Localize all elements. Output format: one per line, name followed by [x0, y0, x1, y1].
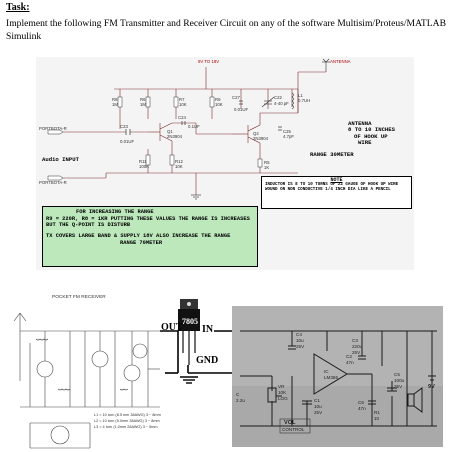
task-description: Implement the following FM Transmitter a… — [6, 18, 446, 42]
value-r6: 1M — [140, 102, 146, 107]
value-r12: 10K — [175, 164, 183, 169]
photo-label-vol: VOL — [284, 420, 296, 426]
label-r12: R12 — [175, 159, 183, 164]
photo-value-vr-log: LOG — [278, 396, 288, 401]
label-r8: R8 — [112, 97, 118, 102]
coil-note-3: L3 = 4 turn (1.0mm 28AWG) 3 ~ 5mm — [94, 425, 158, 429]
transmitter-wiring — [47, 58, 330, 200]
value-c24: 0.1UF — [188, 124, 200, 129]
value-c23: 0.01UF — [120, 139, 135, 144]
value-c25: 4.7pF — [283, 134, 294, 139]
photo-label-r1: R1 — [374, 410, 380, 415]
photo-label-c: C — [236, 392, 240, 397]
value-c27: 0.01UF — [234, 107, 249, 112]
coil-note-1: L1 = 10 turn (8.5 mm 38AWG) 3 ~ 8mm — [94, 413, 161, 417]
label-r5: R5 — [264, 160, 270, 165]
antenna-label-small: ANTENNA — [330, 59, 351, 64]
range-box-line: R9 = 220R, R8 = 1KR PUTTING THESE VALUES… — [46, 215, 250, 229]
label-c25: C25 — [283, 129, 291, 134]
inductor-note-box: NOTE INDUCTOR IS 8 TO 10 TURNS OF 22 GAU… — [261, 176, 412, 209]
antenna-note-line: OF HOOK UP — [354, 132, 388, 140]
photo-label-c5: C5 — [394, 372, 400, 377]
value-l1: 0.7UH — [298, 98, 311, 103]
photo-value-c5: 100u — [394, 378, 405, 383]
task-title: Task: — [6, 2, 30, 13]
photo-value-c1-v: 25V — [314, 410, 323, 415]
regulator-gnd-label: GND — [196, 355, 219, 366]
range-box-line: RANGE 70METER — [120, 240, 163, 247]
port-label-2: PORTBOTA-R — [39, 180, 67, 185]
label-l1: L1 — [298, 93, 303, 98]
supply-label: 9V TO 18V — [198, 59, 220, 64]
amplifier-schematic-photo: C4 10u 25V C3 220u 25V C 2.2u VR 10K LOG… — [232, 306, 443, 447]
label-r6: R6 — [140, 97, 146, 102]
label-c24: C24 — [178, 115, 186, 120]
photo-value-c3: 220u — [352, 344, 363, 349]
photo-label-c4: C4 — [296, 332, 302, 337]
label-q1: Q1 — [167, 129, 173, 134]
value-r9: 10K — [215, 102, 223, 107]
value-r5: 1K — [264, 165, 270, 170]
photo-label-vr: VR — [278, 384, 285, 389]
value-r8: 1M — [112, 102, 118, 107]
label-r11: R11 — [139, 159, 147, 164]
label-r7: R7 — [179, 97, 185, 102]
photo-label-c1: C1 — [314, 398, 320, 403]
label-q2: Q2 — [253, 131, 259, 136]
value-q2: 2N3904 — [253, 136, 269, 141]
regulator-out-label: OUT — [161, 322, 183, 333]
range-30m-note: RANGE 30METER — [310, 151, 354, 158]
photo-label-c6: C6 — [358, 400, 364, 405]
photo-value-c: 2.2u — [236, 398, 245, 403]
photo-value-ic: LM386 — [324, 375, 339, 380]
regulator-in-label: IN — [202, 324, 214, 335]
value-r11: 100K — [139, 164, 150, 169]
receiver-wiring — [13, 299, 244, 449]
photo-label-battery: 9V — [428, 384, 435, 390]
note-title: NOTE — [330, 177, 343, 183]
photo-label-c3: C3 — [352, 338, 358, 343]
receiver-title: POCKET FM RECEIVER — [52, 295, 106, 300]
label-c23: C23 — [120, 124, 128, 129]
value-r7: 10K — [179, 102, 187, 107]
fm-transmitter-schematic: 9V TO 18V ANTENNA PORTBOTA-R PORTBOTA-R … — [36, 57, 414, 270]
photo-value-c2: 47n — [346, 360, 354, 365]
antenna-note: ANTENNA 8 TO 10 INCHES OF HOOK UP WIRE — [348, 120, 395, 147]
port-label-1: PORTBOTA-R — [39, 126, 67, 131]
photo-label-c2: C2 — [346, 354, 352, 359]
photo-value-r1: 10 — [374, 416, 380, 421]
photo-value-c3-v: 25V — [352, 350, 361, 355]
photo-value-c4: 10u — [296, 338, 304, 343]
antenna-note-line: 8 TO 10 INCHES — [348, 126, 395, 134]
antenna-note-line: ANTENNA — [348, 120, 372, 127]
range-increase-box: FOR INCREASING THE RANGE R9 = 220R, R8 =… — [42, 206, 258, 267]
label-c27: C27 — [232, 95, 240, 100]
photo-value-vr: 10K — [278, 390, 287, 395]
value-c22: 4-40 pF — [274, 101, 289, 106]
photo-value-c5-v: 25V — [394, 384, 403, 389]
photo-value-c4-v: 25V — [296, 344, 305, 349]
range-box-heading: FOR INCREASING THE RANGE — [76, 209, 154, 215]
coil-note-2: L2 = 10 turn (5.0mm 38AWG) 3 ~ 8mm — [94, 419, 160, 423]
amplifier-wiring — [232, 306, 443, 447]
label-c22: C22 — [274, 95, 282, 100]
range-box-line: TX COVERS LARGE BAND & SUPPLY 18V ALSO I… — [46, 232, 231, 239]
photo-value-c1: 10u — [314, 404, 322, 409]
photo-value-c6: 47n — [358, 406, 366, 411]
audio-input-label: Audio INPUT — [42, 156, 79, 163]
antenna-note-line: WIRE — [358, 139, 372, 147]
regulator-label: 7805 — [182, 317, 198, 326]
photo-label-ic: IC — [324, 369, 329, 374]
label-r9: R9 — [215, 97, 221, 102]
photo-label-vol-control: CONTROL — [282, 427, 305, 432]
note-body: INDUCTOR IS 8 TO 10 TURNS OF 22 GAUGE OF… — [265, 183, 399, 193]
fm-receiver-figure: POCKET FM RECEIVER L1 = 10 turn (8.5 mm … — [0, 293, 454, 452]
value-q1: 2N3904 — [167, 134, 183, 139]
